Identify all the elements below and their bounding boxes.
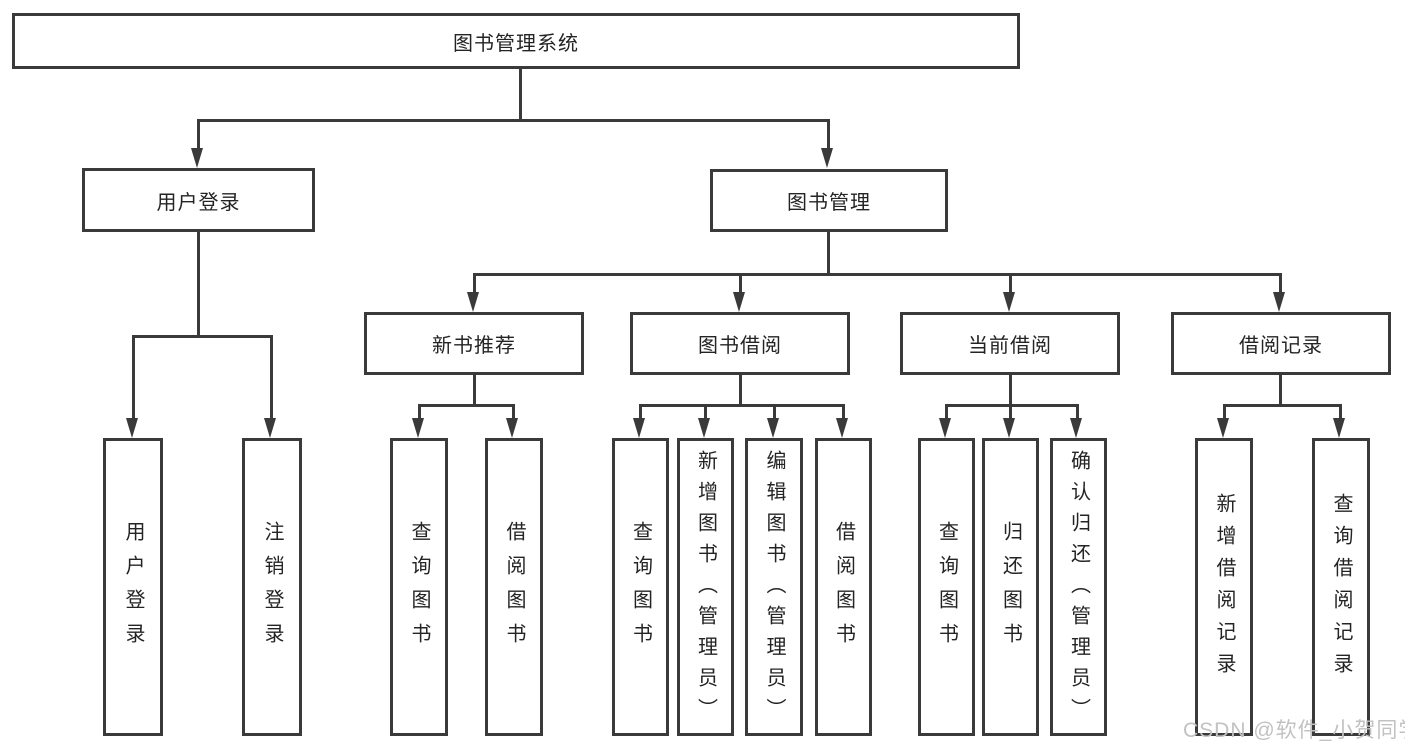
leaf-label: 查询借阅记录 xyxy=(1330,493,1352,685)
leaf-label: 查询图书 xyxy=(935,521,958,657)
connector-root-rail xyxy=(197,119,830,122)
arrow-down-icon xyxy=(467,292,479,312)
leaf-label: 新增借阅记录 xyxy=(1213,493,1235,685)
arrow-down-icon xyxy=(1003,292,1015,312)
node-leaf-query-books-recommend: 查询图书 xyxy=(390,438,448,736)
node-book-borrow-label: 图书借阅 xyxy=(698,335,782,357)
leaf-label: 借阅图书 xyxy=(832,521,855,657)
leaf-label: 编辑图书（管理员） xyxy=(763,449,785,729)
arrow-down-icon xyxy=(939,418,951,438)
connector-login-stub xyxy=(197,232,200,335)
arrow-down-icon xyxy=(821,148,833,168)
arrow-down-icon xyxy=(1217,418,1229,438)
node-new-book-recommend-label: 新书推荐 xyxy=(432,335,516,357)
arrow-down-icon xyxy=(767,418,779,438)
node-user-login: 用户登录 xyxy=(82,168,315,232)
connector-drop-records xyxy=(1279,273,1282,293)
node-current-borrow-label: 当前借阅 xyxy=(968,335,1052,357)
arrow-down-icon xyxy=(126,418,138,438)
connector-mgmt-rail xyxy=(473,273,1282,276)
node-leaf-logout: 注销登录 xyxy=(242,438,302,736)
node-leaf-borrow-books: 借阅图书 xyxy=(815,438,872,736)
arrow-down-icon xyxy=(1273,292,1285,312)
connector-records-rail xyxy=(1223,404,1342,407)
node-user-login-label: 用户登录 xyxy=(156,191,241,214)
arrow-down-icon xyxy=(836,418,848,438)
arrow-down-icon xyxy=(733,292,745,312)
connector-current-rail xyxy=(945,404,1079,407)
connector-drop xyxy=(945,404,948,419)
node-current-borrow: 当前借阅 xyxy=(900,312,1120,375)
node-leaf-query-books-current: 查询图书 xyxy=(918,438,975,736)
arrow-down-icon xyxy=(633,418,645,438)
arrow-down-icon xyxy=(264,418,276,438)
connector-drop xyxy=(1339,404,1342,419)
arrow-down-icon xyxy=(506,418,518,438)
connector-drop-recommend xyxy=(473,273,476,293)
node-leaf-add-books-admin: 新增图书（管理员） xyxy=(677,438,734,736)
node-root: 图书管理系统 xyxy=(12,13,1020,69)
connector-mgmt-stub xyxy=(827,232,830,273)
node-borrow-records-label: 借阅记录 xyxy=(1239,335,1323,357)
node-book-management-label: 图书管理 xyxy=(787,192,871,214)
leaf-label: 查询图书 xyxy=(408,521,430,657)
connector-drop xyxy=(1223,404,1226,419)
connector-current-stub xyxy=(1009,375,1012,404)
leaf-label: 查询图书 xyxy=(629,521,652,657)
node-book-management: 图书管理 xyxy=(710,169,948,232)
node-leaf-add-borrow-record: 新增借阅记录 xyxy=(1195,438,1253,736)
connector-recommend-rail xyxy=(418,404,515,407)
arrow-down-icon xyxy=(698,418,710,438)
connector-drop xyxy=(512,404,515,419)
connector-drop-login-leaf2 xyxy=(270,335,273,419)
arrow-down-icon xyxy=(412,418,424,438)
connector-recommend-stub xyxy=(473,375,476,404)
node-leaf-user-login: 用户登录 xyxy=(103,438,163,736)
leaf-label: 注销登录 xyxy=(261,521,283,657)
connector-borrow-rail xyxy=(639,404,844,407)
leaf-label: 新增图书（管理员） xyxy=(694,449,717,729)
leaf-label: 确认归还（管理员） xyxy=(1067,449,1090,729)
connector-drop xyxy=(773,404,776,419)
arrow-down-icon xyxy=(1070,418,1082,438)
node-new-book-recommend: 新书推荐 xyxy=(364,312,584,375)
arrow-down-icon xyxy=(1333,418,1345,438)
connector-drop xyxy=(842,404,845,419)
leaf-label: 借阅图书 xyxy=(503,521,525,657)
node-leaf-query-borrow-record: 查询借阅记录 xyxy=(1312,438,1370,736)
node-borrow-records: 借阅记录 xyxy=(1171,312,1391,375)
leaf-label: 用户登录 xyxy=(122,521,144,657)
connector-login-rail xyxy=(132,335,273,338)
connector-drop-book-management xyxy=(827,119,830,150)
arrow-down-icon xyxy=(191,148,203,168)
csdn-watermark: CSDN @软件_小贺同学 xyxy=(1183,719,1405,742)
connector-drop xyxy=(639,404,642,419)
node-leaf-return-books: 归还图书 xyxy=(982,438,1039,736)
connector-drop-borrow xyxy=(739,273,742,293)
node-leaf-borrow-books-recommend: 借阅图书 xyxy=(485,438,543,736)
connector-drop xyxy=(1076,404,1079,419)
node-root-label: 图书管理系统 xyxy=(453,32,579,55)
connector-drop-user-login xyxy=(197,119,200,150)
node-leaf-query-books-borrow: 查询图书 xyxy=(612,438,669,736)
connector-drop-current xyxy=(1009,273,1012,293)
connector-drop-login-leaf1 xyxy=(132,335,135,419)
connector-drop xyxy=(418,404,421,419)
connector-root-stub xyxy=(519,69,522,119)
connector-drop xyxy=(704,404,707,419)
connector-borrow-stub xyxy=(739,375,742,404)
connector-drop xyxy=(1009,404,1012,419)
connector-records-stub xyxy=(1279,375,1282,404)
node-leaf-edit-books-admin: 编辑图书（管理员） xyxy=(745,438,803,736)
leaf-label: 归还图书 xyxy=(999,521,1022,657)
node-leaf-confirm-return-admin: 确认归还（管理员） xyxy=(1050,438,1107,736)
arrow-down-icon xyxy=(1003,418,1015,438)
node-book-borrow: 图书借阅 xyxy=(630,312,850,375)
